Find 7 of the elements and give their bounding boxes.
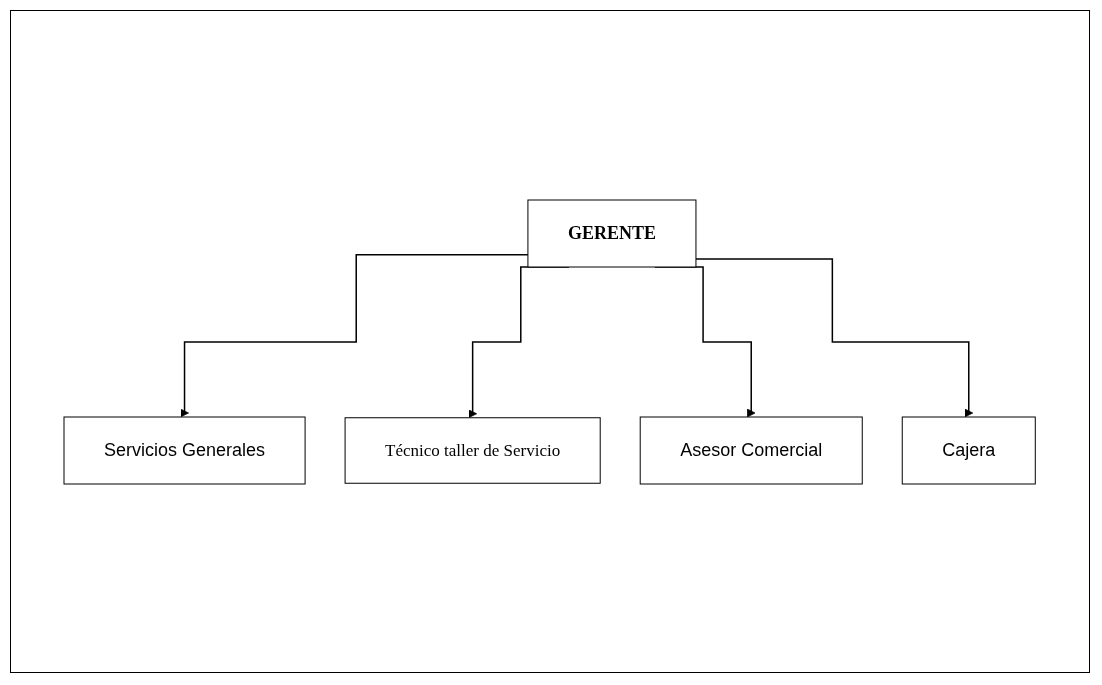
node-box: Servicios Generales (63, 416, 306, 484)
node-box: Cajera (902, 416, 1037, 484)
arrow (180, 253, 530, 417)
node-box: GERENTE (527, 199, 697, 267)
arrow (695, 257, 974, 417)
node-box: Asesor Comercial (640, 416, 864, 484)
node-box: Técnico taller de Servicio (344, 416, 602, 484)
